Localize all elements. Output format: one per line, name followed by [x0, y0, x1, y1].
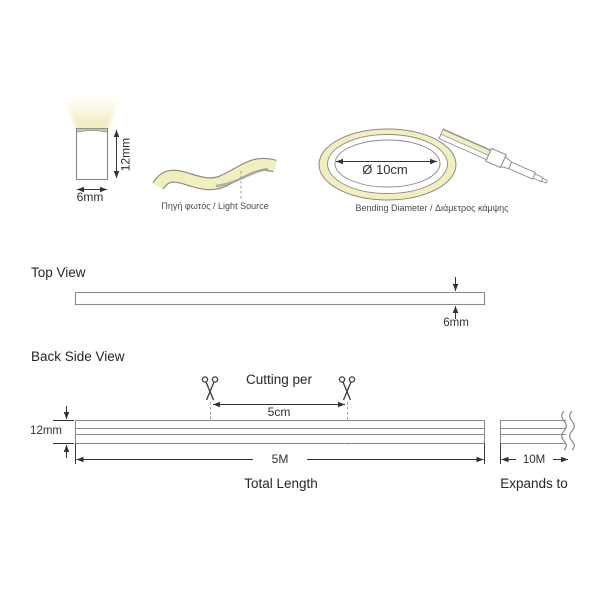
expanded-strip-segment — [499, 419, 566, 445]
light-source-caption: Πηγή φωτός / Light Source — [161, 201, 269, 211]
wave-shadow — [215, 167, 269, 188]
back-view-strip — [74, 419, 486, 445]
top-view-thickness-label: 6mm — [443, 317, 469, 329]
coil-tail-and-cable — [438, 128, 548, 184]
top-view-strip — [74, 291, 486, 306]
total-length-caption: Total Length — [244, 476, 318, 491]
top-view-title: Top View — [31, 265, 86, 280]
light-glow-shape — [63, 96, 121, 128]
back-side-view-title: Back Side View — [31, 349, 125, 364]
profile-body — [75, 127, 109, 181]
scissors-icon — [338, 376, 356, 401]
break-squiggle-icon — [569, 410, 575, 451]
profile-width-label: 6mm — [76, 190, 104, 204]
power-cable — [508, 161, 536, 180]
wave-body — [153, 159, 277, 190]
cut-interval-value: 5cm — [267, 405, 291, 419]
profile-emitting-cap — [76, 128, 108, 133]
break-squiggle-icon — [561, 410, 567, 451]
bending-diameter-coil — [318, 128, 548, 201]
back-side-view-drawing — [53, 376, 575, 464]
profile-cross-section — [63, 96, 121, 193]
expands-value: 10M — [522, 453, 546, 466]
expands-caption: Expands to — [500, 476, 568, 491]
profile-height-label: 12mm — [118, 137, 133, 172]
scissors-icon — [201, 376, 219, 401]
total-length-value: 5M — [271, 452, 289, 466]
cutting-per-label: Cutting per — [245, 372, 313, 387]
bending-diameter-caption: Bending Diameter / Διάμετρος κάμψης — [355, 203, 509, 213]
back-view-height-label: 12mm — [30, 425, 62, 437]
light-source-wave — [152, 157, 277, 201]
cable-end-nub — [541, 177, 548, 184]
top-view-drawing — [74, 277, 486, 319]
bending-diameter-value: Ø 10cm — [362, 162, 408, 177]
